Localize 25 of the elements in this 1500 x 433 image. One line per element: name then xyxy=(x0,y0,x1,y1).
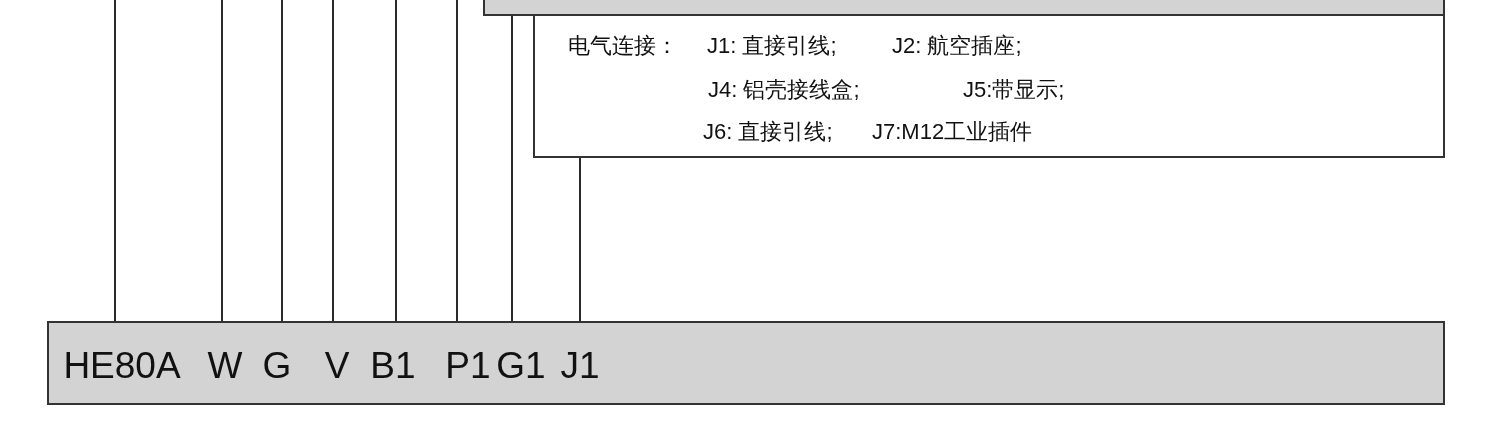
leader-line xyxy=(395,0,397,322)
code-label: P1 xyxy=(445,345,491,387)
code-bar xyxy=(47,321,1445,405)
option-label: J1: 直接引线; xyxy=(707,32,837,60)
leader-line xyxy=(456,0,458,322)
code-label: V xyxy=(324,345,350,387)
heading-label: 电气连接： xyxy=(568,32,678,60)
option-label: J2: 航空插座; xyxy=(892,32,1022,60)
code-label: B1 xyxy=(370,345,416,387)
code-label: W xyxy=(207,345,243,387)
leader-line xyxy=(221,0,223,322)
option-label: J6: 直接引线; xyxy=(703,118,833,146)
code-label: HE80A xyxy=(63,345,181,387)
option-label: J4: 铝壳接线盒; xyxy=(708,76,860,104)
leader-line xyxy=(579,157,581,322)
leader-line xyxy=(281,0,283,322)
leader-line xyxy=(511,15,513,322)
option-label: J7:M12工业插件 xyxy=(872,118,1033,146)
leader-line xyxy=(332,0,334,322)
code-label: J1 xyxy=(560,345,600,387)
leader-line xyxy=(114,0,116,322)
description-box xyxy=(533,14,1445,158)
code-label: G xyxy=(262,345,292,387)
code-label: G1 xyxy=(496,345,546,387)
option-label: J5:带显示; xyxy=(963,76,1065,104)
